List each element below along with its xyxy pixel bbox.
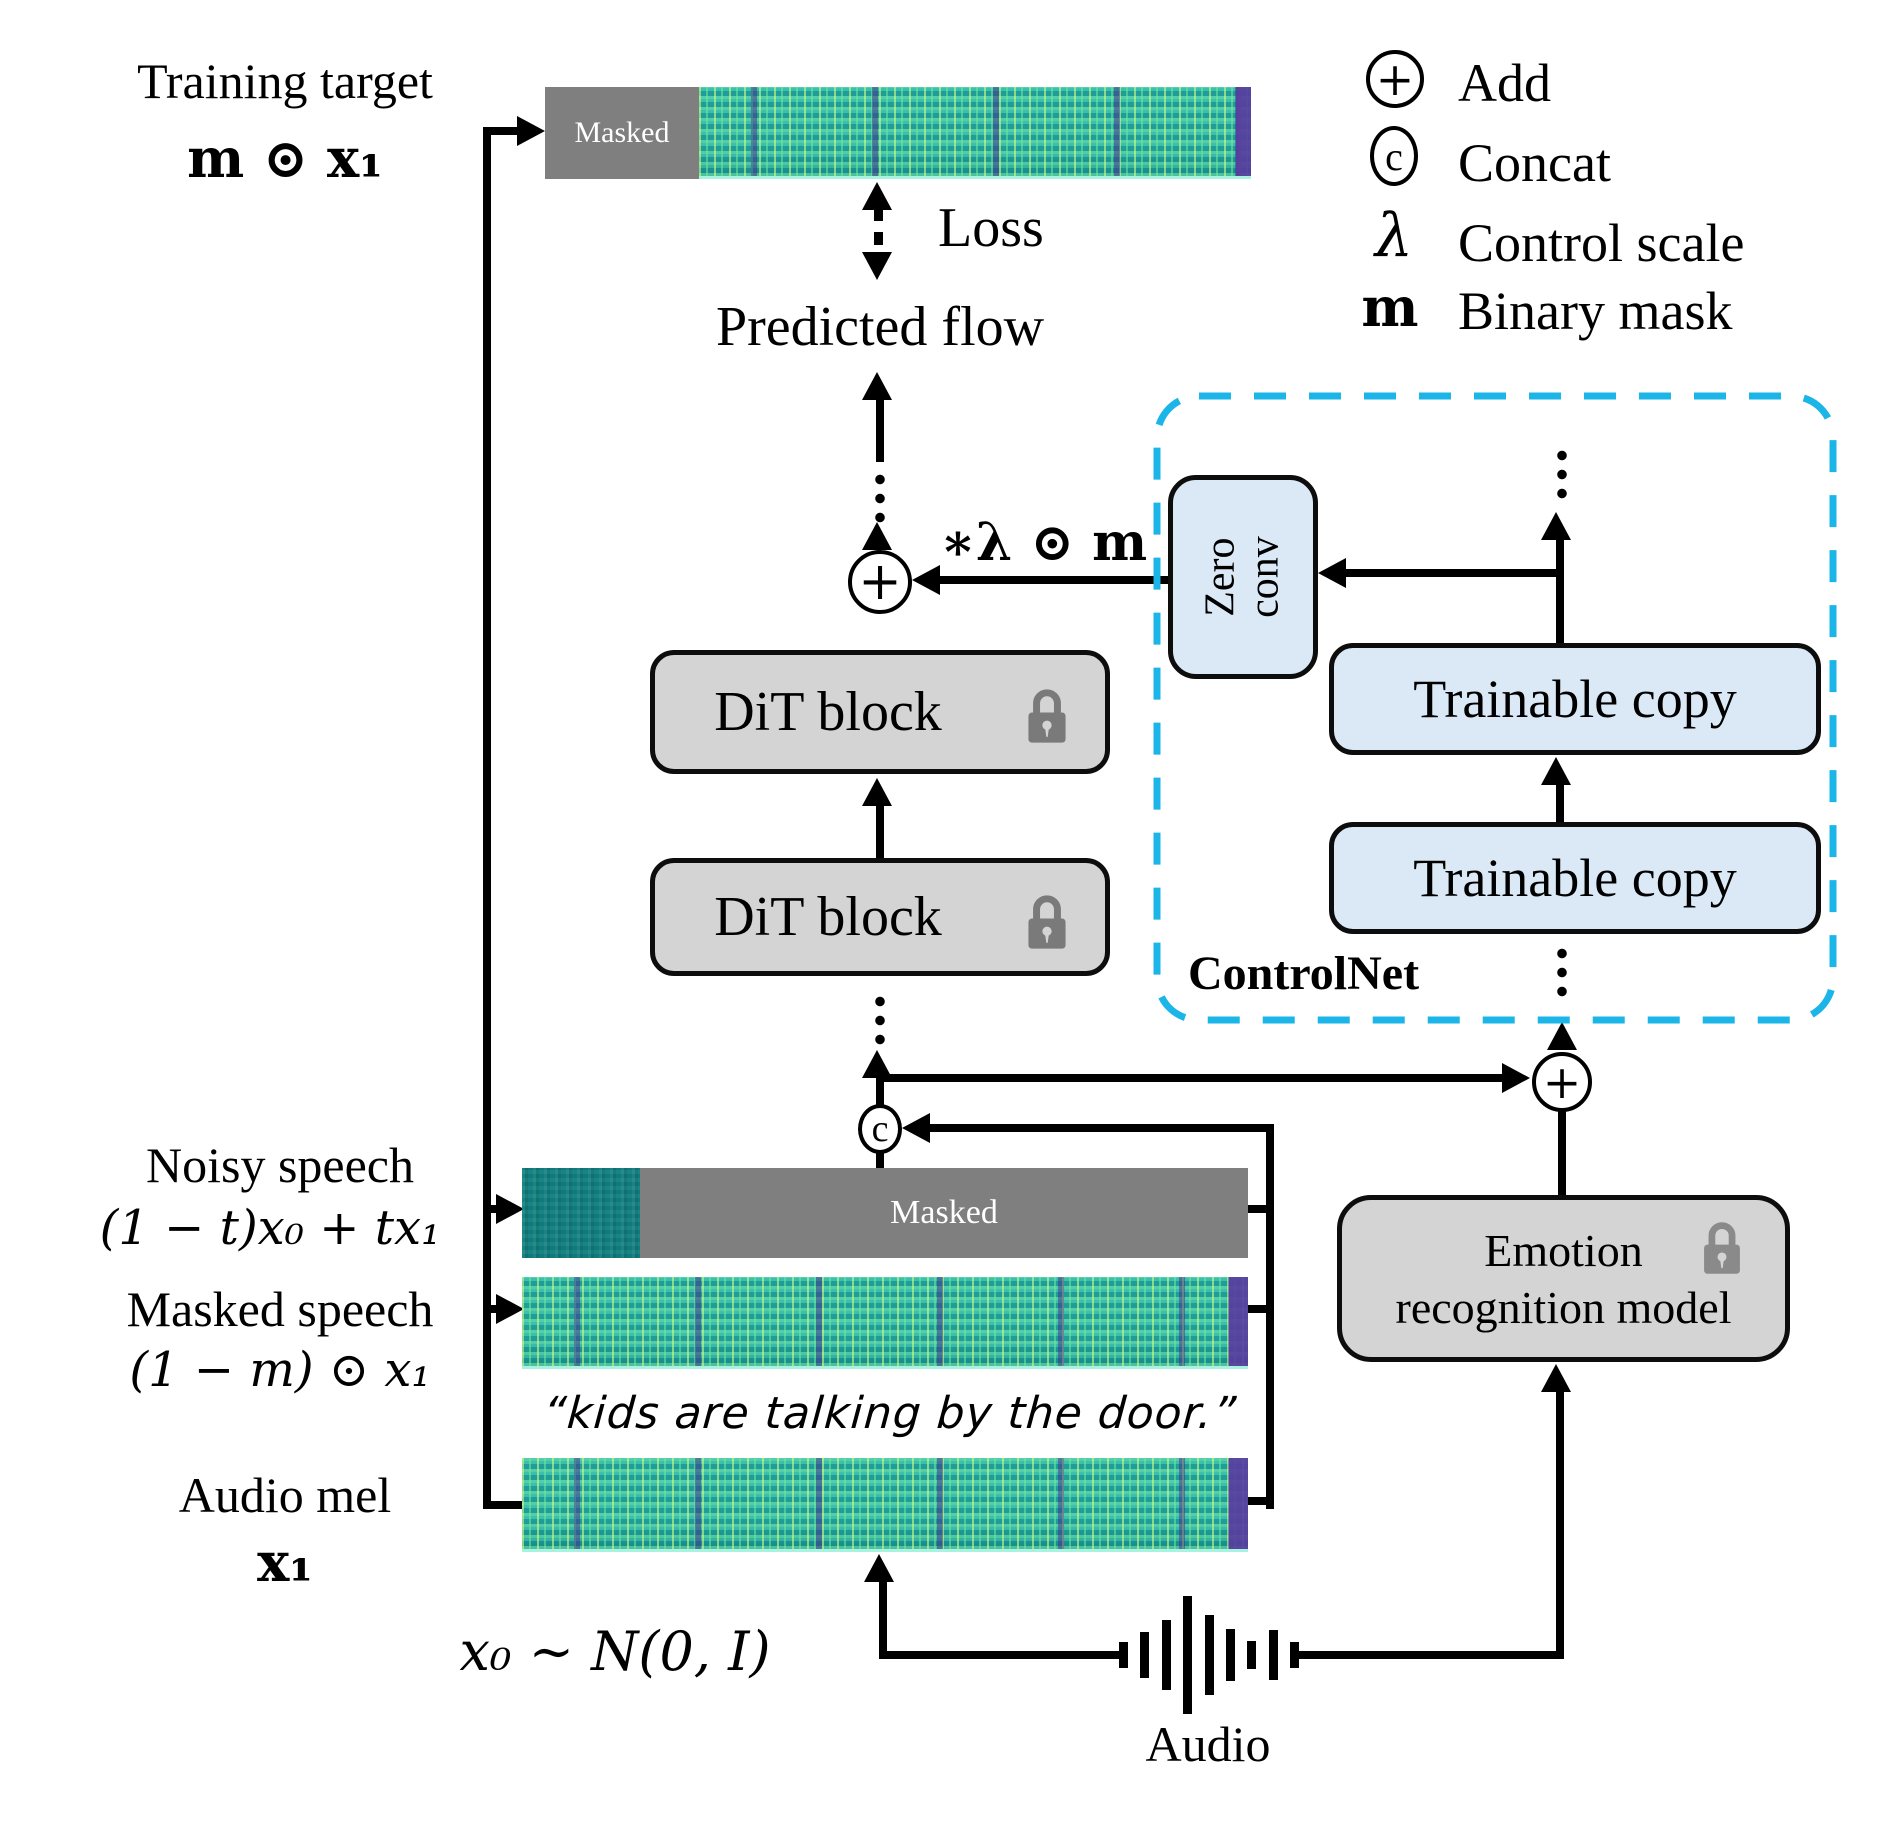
t1-to-zeroconv-line: [1345, 569, 1560, 577]
dit-block-2-label: DiT block: [714, 886, 942, 948]
audio-line-right: [1299, 1651, 1564, 1659]
add-up-arrowhead: [862, 522, 892, 550]
controlnet-dots-top: [1556, 446, 1568, 504]
noisy-speech-label: Noisy speech: [146, 1137, 414, 1193]
zero-conv-block: Zero conv: [1168, 475, 1318, 679]
masked-speech-label: Masked speech: [126, 1281, 434, 1337]
loss-dashed-line: [874, 208, 883, 254]
loss-label: Loss: [938, 197, 1044, 259]
mel-input-arrowhead: [864, 1554, 894, 1582]
mel-input-riser: [879, 1580, 887, 1655]
masked-right-stub: [1248, 1305, 1270, 1313]
zeroconv-to-add-arrowhead: [912, 565, 940, 595]
control-scale-math: ∗λ ⊙ m: [940, 512, 1148, 573]
t2-to-t1-line: [1556, 783, 1564, 822]
zero-conv-label: Zero conv: [1197, 536, 1288, 618]
audio-label: Audio: [1145, 1716, 1271, 1772]
emotion-to-add2-line: [1558, 1110, 1566, 1195]
masked-speech-math: (1 − m) ⊙ x₁: [129, 1342, 431, 1398]
predicted-flow-line: [876, 398, 884, 462]
legend-concat-label: Concat: [1458, 133, 1611, 193]
dit2-to-dit1-arrowhead: [862, 778, 892, 806]
lock-icon: [1699, 1220, 1745, 1276]
right-bus-line: [1266, 1124, 1274, 1509]
x0-distribution-math: x₀ ∼ N(0, I): [459, 1619, 771, 1683]
loss-arrowhead-up: [862, 182, 892, 210]
t1-to-zeroconv-arrowhead: [1318, 558, 1346, 588]
emotion-model-label-line2: recognition model: [1395, 1281, 1732, 1333]
legend-control-scale-label: Control scale: [1458, 213, 1745, 273]
legend-lambda-icon: λ: [1374, 201, 1414, 271]
training-target-arrowhead: [517, 116, 545, 146]
trainable-copy-2: Trainable copy: [1329, 822, 1821, 934]
zeroconv-to-add-line: [938, 576, 1170, 584]
loss-arrowhead-down: [862, 252, 892, 280]
concat-to-add2-line: [880, 1074, 1504, 1082]
noisy-spectrogram: [522, 1168, 640, 1258]
controlnet-label: ControlNet: [1188, 947, 1420, 1000]
controlnet-container: [1153, 392, 1837, 1024]
add-node-main: +: [848, 550, 912, 614]
lock-icon: [1023, 893, 1071, 951]
noisy-speech-math: (1 − t)x₀ + tx₁: [99, 1200, 441, 1256]
dit-block-2: DiT block: [650, 858, 1110, 976]
lock-icon: [1023, 687, 1071, 745]
add2-up-arrowhead: [1547, 1022, 1577, 1050]
t1-output-arrowhead: [1541, 512, 1571, 540]
concat-up-arrowhead: [862, 1050, 892, 1078]
noisy-connector: [487, 1205, 499, 1213]
emotion-recognition-model: Emotion recognition model: [1337, 1195, 1790, 1362]
training-target-spectrogram: [699, 87, 1251, 179]
concat-up-line: [876, 1076, 884, 1106]
legend-mask-icon: m: [1361, 275, 1419, 339]
dit-block-1: DiT block: [650, 650, 1110, 774]
training-target-connector: [483, 127, 519, 135]
training-target-label: Training target: [137, 53, 433, 109]
legend-add-label: Add: [1458, 53, 1551, 113]
bus-to-concat-line: [928, 1124, 1274, 1132]
masked-speech-spectrogram: [522, 1277, 1248, 1369]
emotion-model-label-line1: Emotion: [1484, 1224, 1643, 1276]
main-dots-bottom: [874, 992, 886, 1048]
audio-mel-label: Audio mel: [178, 1467, 392, 1523]
audio-to-emotion-arrowhead: [1541, 1364, 1571, 1392]
masked-speech-connector: [487, 1305, 499, 1313]
trainable-copy-2-label: Trainable copy: [1413, 848, 1737, 908]
left-bus-line: [483, 127, 491, 1509]
waveform-icon: [1119, 1593, 1299, 1717]
legend-binary-mask-label: Binary mask: [1458, 281, 1733, 341]
audio-mel-connector: [483, 1501, 525, 1509]
controlnet-dots-bottom: [1556, 944, 1568, 1002]
dit2-to-dit1-line: [876, 804, 884, 858]
audio-mel-spectrogram: [522, 1458, 1248, 1552]
concat-in-arrowhead: [902, 1113, 930, 1143]
t2-to-t1-arrowhead: [1541, 757, 1571, 785]
noisy-right-stub: [1248, 1205, 1270, 1213]
predicted-flow-label: Predicted flow: [715, 296, 1045, 358]
add-node-controlnet: +: [1532, 1052, 1592, 1112]
audio-to-emotion-riser: [1556, 1390, 1564, 1655]
main-dots-top: [874, 470, 886, 526]
trainable-copy-1-label: Trainable copy: [1413, 669, 1737, 729]
transcript-text: “kids are talking by the door.”: [541, 1387, 1239, 1439]
training-target-math: m ⊙ x₁: [187, 126, 383, 190]
predicted-flow-arrowhead: [862, 372, 892, 400]
concat-input-stub: [876, 1152, 884, 1170]
noisy-masked-region: Masked: [640, 1168, 1248, 1258]
legend-add-icon: +: [1366, 50, 1424, 108]
legend-concat-icon: c: [1370, 126, 1418, 186]
training-target-masked-region: Masked: [545, 87, 699, 179]
audio-line-left: [879, 1651, 1119, 1659]
masked-speech-arrowhead: [496, 1294, 524, 1324]
trainable-copy-1: Trainable copy: [1329, 643, 1821, 755]
dit-block-1-label: DiT block: [714, 681, 942, 743]
audio-mel-math: x₁: [257, 1530, 313, 1594]
t1-output-line: [1556, 540, 1564, 643]
noisy-arrowhead: [496, 1194, 524, 1224]
mel-right-stub: [1248, 1497, 1270, 1505]
concat-to-add2-arrowhead: [1502, 1063, 1530, 1093]
concat-node: c: [858, 1104, 902, 1154]
